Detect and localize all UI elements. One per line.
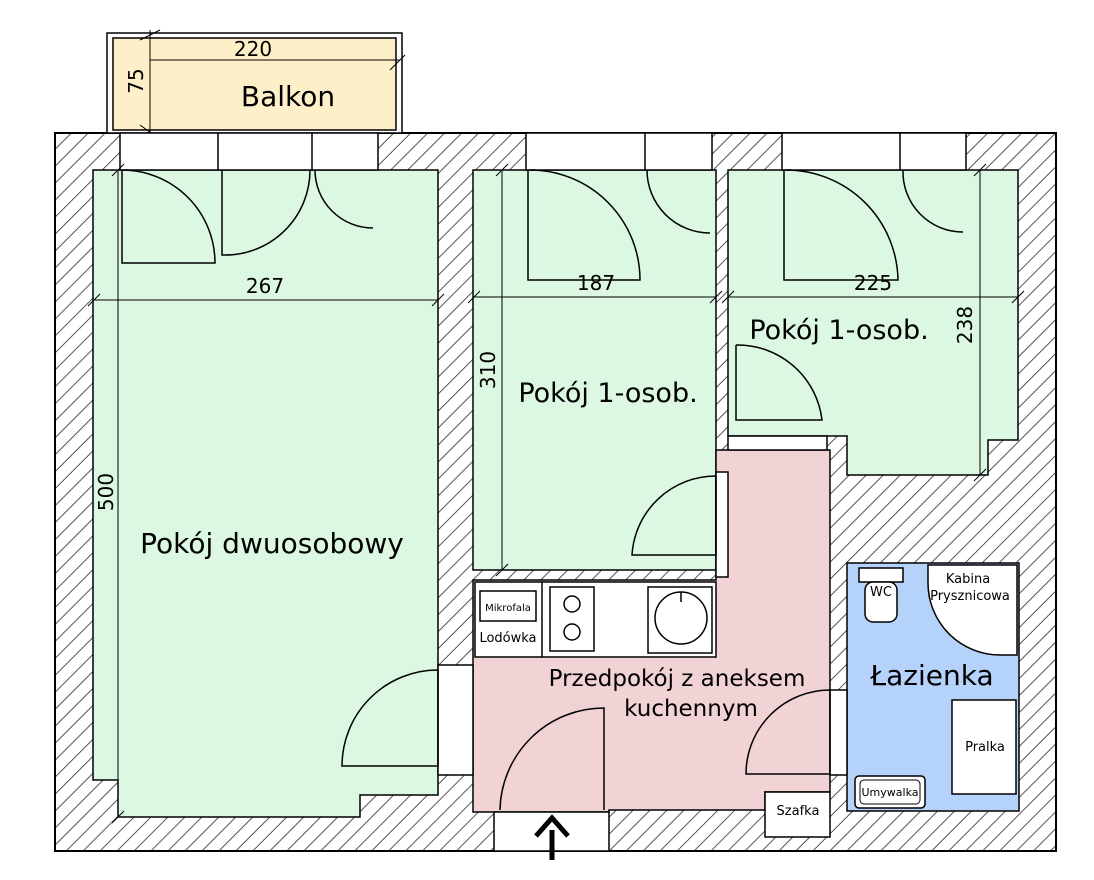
window-swings	[121, 169, 964, 281]
microwave	[479, 590, 537, 622]
microwave-label: Mikrofala	[485, 603, 531, 614]
washer	[951, 699, 1017, 795]
balcony-label: Balkon	[241, 80, 335, 113]
washer-label: Pralka	[965, 740, 1005, 755]
cabinet	[764, 791, 831, 838]
right-room-label: Pokój 1-osob.	[749, 315, 928, 346]
wc-bowl	[864, 581, 898, 623]
hallway-label-line2: kuchennym	[624, 696, 758, 722]
wc-label: WC	[870, 585, 892, 600]
shower-label-line2: Prysznicowa	[930, 589, 1010, 604]
balcony	[106, 29, 406, 139]
dim-double-room-width: 267	[246, 274, 284, 298]
dimension-lines	[87, 163, 1025, 824]
windows	[119, 132, 967, 171]
dim-middle-room-width: 187	[577, 271, 615, 295]
dim-double-room-length: 500	[94, 473, 118, 511]
wc-tank	[858, 567, 904, 583]
room-double	[92, 169, 439, 818]
room-single-middle	[472, 169, 717, 571]
dim-middle-room-length: 310	[476, 351, 500, 389]
double-room-label: Pokój dwuosobowy	[140, 527, 404, 560]
fridge-label: Lodówka	[479, 631, 536, 646]
door-swings	[341, 344, 831, 811]
shower-label-line1: Kabina	[946, 572, 990, 587]
shower-cabin	[927, 564, 1018, 656]
dim-right-room-width: 225	[854, 271, 892, 295]
bathroom-fixtures	[764, 564, 1018, 838]
sink-label: Umywalka	[862, 786, 919, 799]
dim-right-room-length: 238	[953, 306, 977, 344]
middle-room-label: Pokój 1-osob.	[518, 378, 697, 409]
balcony-floor	[112, 37, 397, 131]
kitchenette	[474, 581, 717, 658]
bathroom-label: Łazienka	[869, 659, 993, 692]
dim-balcony-width: 220	[234, 37, 272, 61]
dim-balcony-depth: 75	[124, 68, 148, 93]
entrance-arrow-icon	[534, 814, 570, 860]
cabinet-label: Szafka	[777, 804, 820, 819]
hallway-label-line1: Przedpokój z aneksem	[549, 666, 806, 692]
